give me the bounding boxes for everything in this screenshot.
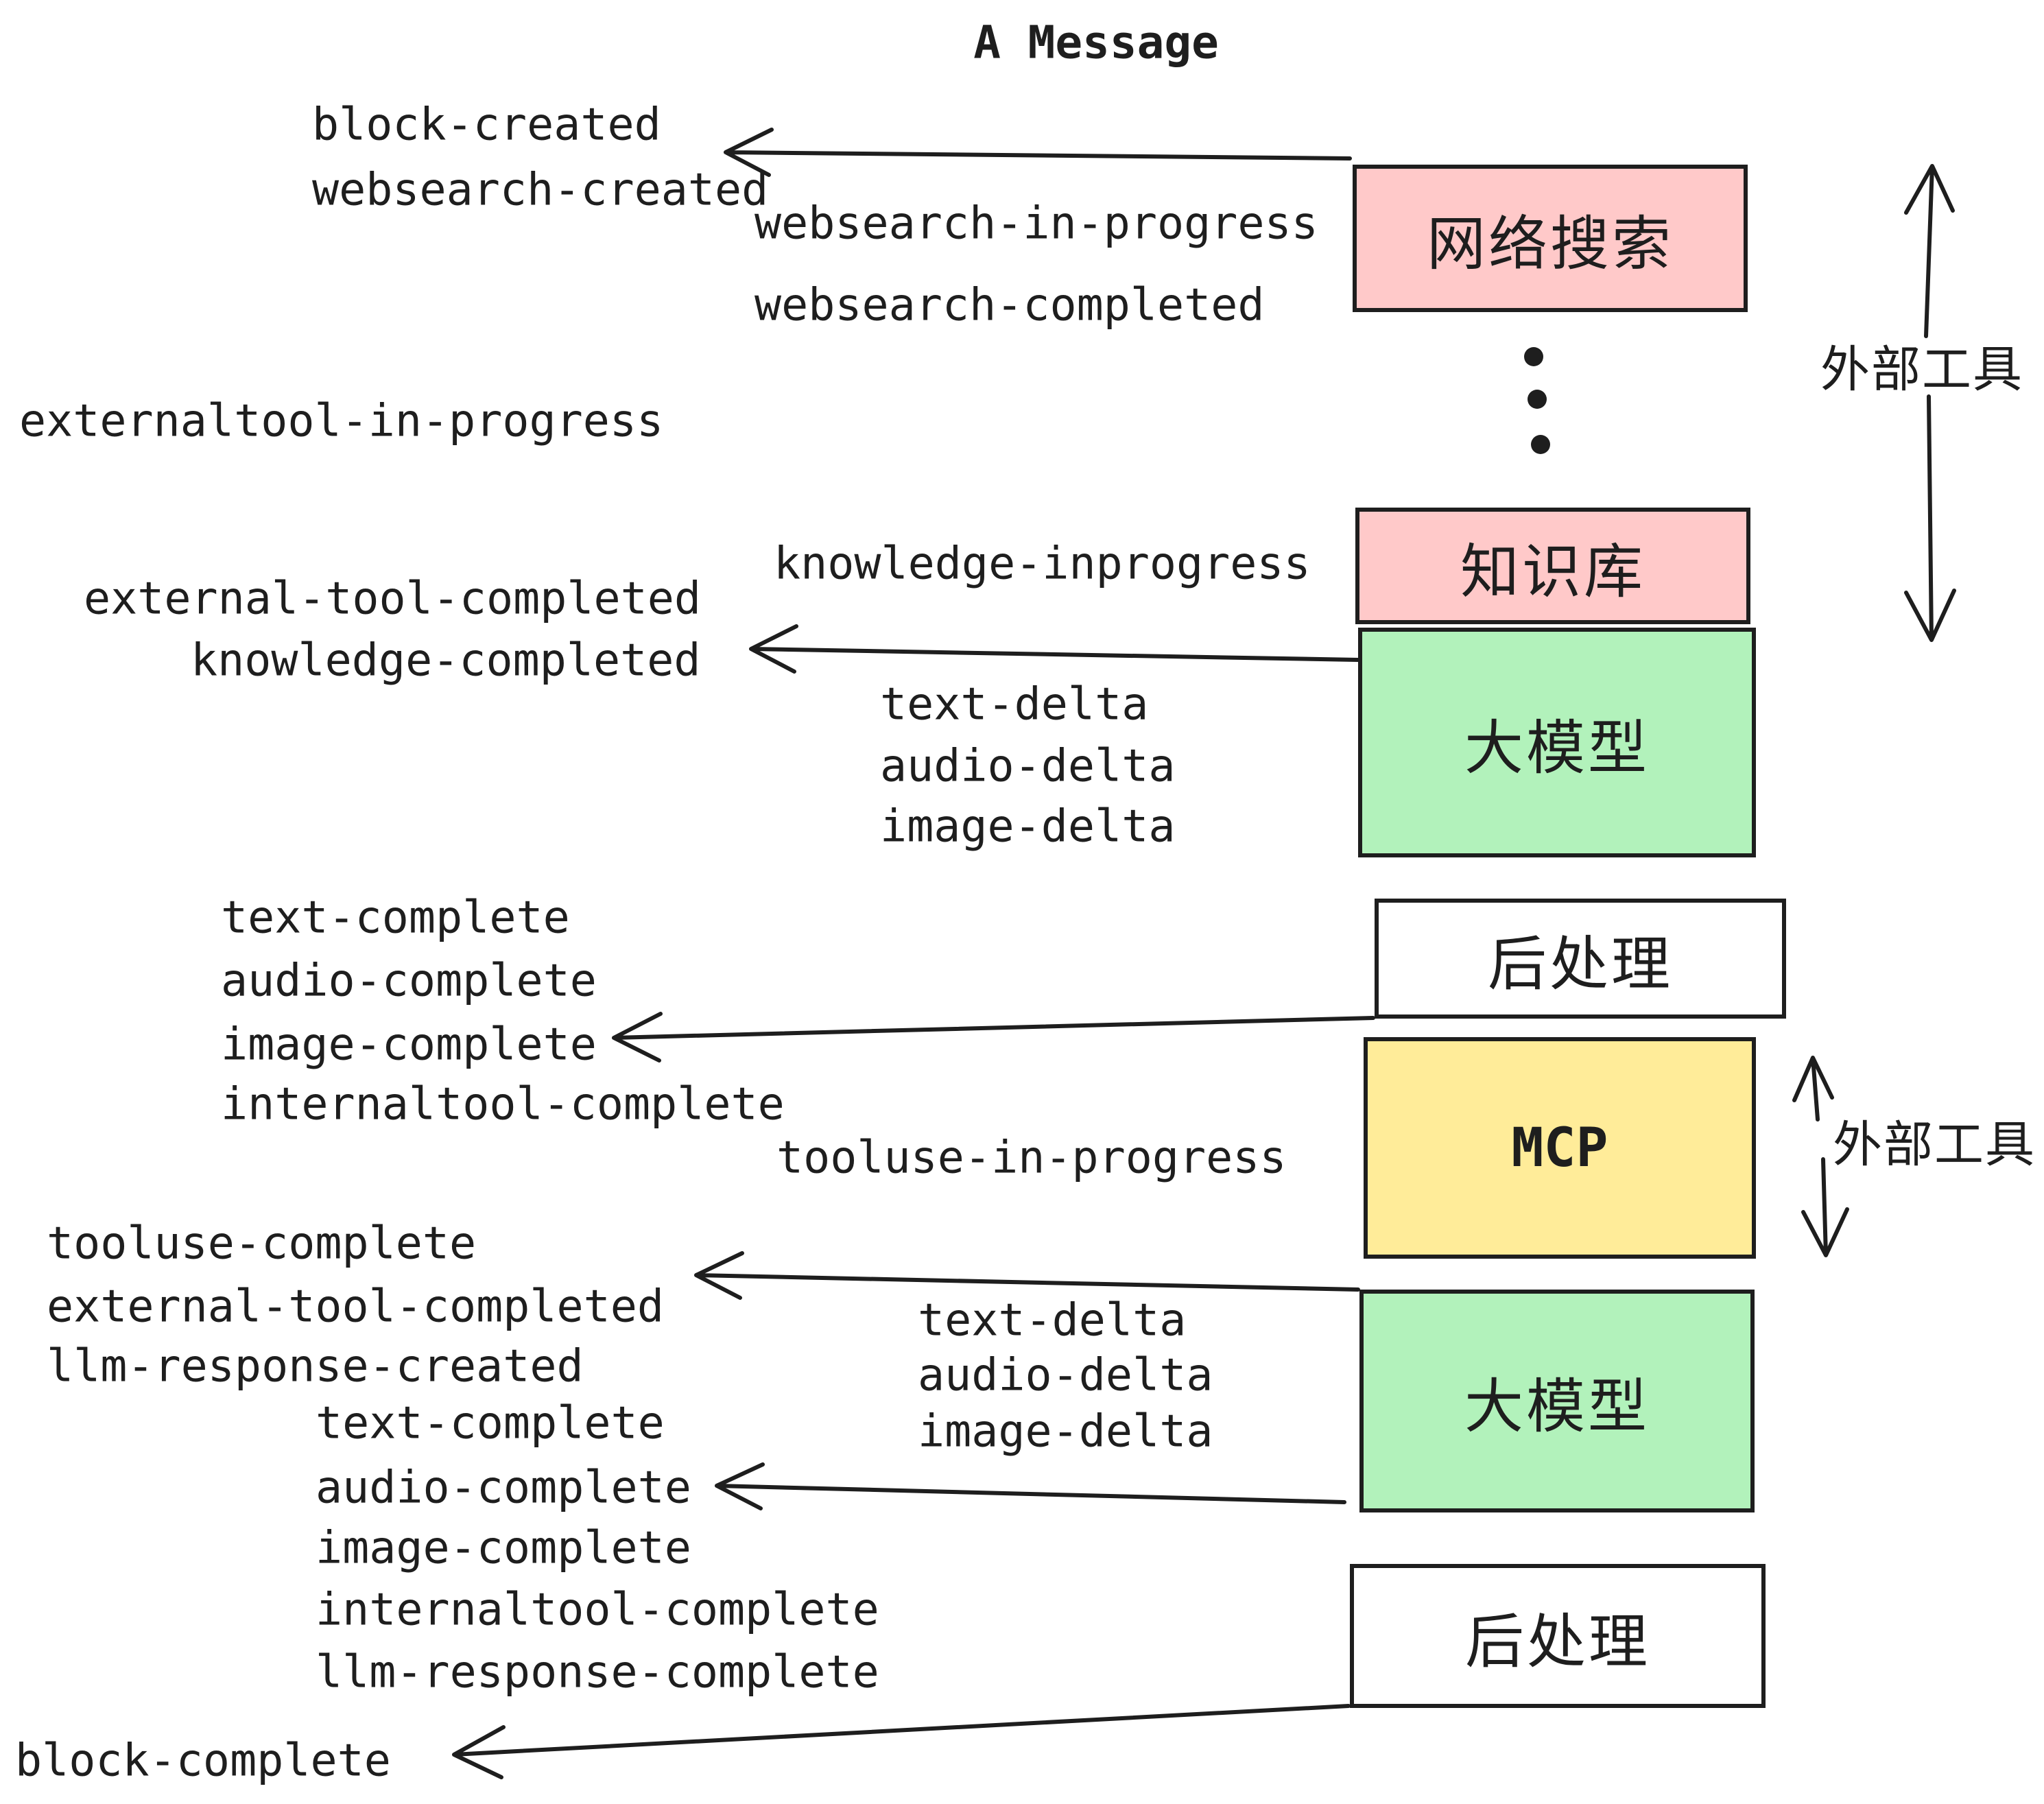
- arrow-to-knowledge-completed-icon: [749, 624, 1360, 674]
- event-internaltool-complete-2: internaltool-complete: [316, 1584, 879, 1636]
- event-tooluse-complete: tooluse-complete: [47, 1218, 477, 1270]
- box-llm-2-label: 大模型: [1464, 1373, 1650, 1441]
- box-postprocess-1-label: 后处理: [1488, 930, 1673, 999]
- box-mcp-label: MCP: [1511, 1117, 1608, 1179]
- event-image-complete: image-complete: [221, 1019, 597, 1071]
- arrow-to-websearch-created-icon: [724, 128, 1352, 177]
- event-audio-complete: audio-complete: [221, 955, 597, 1007]
- event-block-complete: block-complete: [15, 1735, 391, 1787]
- event-websearch-in-progress: websearch-in-progress: [754, 198, 1318, 250]
- box-llm-1-label: 大模型: [1464, 714, 1650, 783]
- box-knowledge-label: 知识库: [1460, 537, 1645, 606]
- external-tool-group-label-2: 外部工具: [1832, 1115, 2036, 1174]
- external-tool-down-arrow-icon: [1904, 394, 1956, 642]
- event-llm-response-complete: llm-response-complete: [316, 1646, 879, 1698]
- event-image-delta: image-delta: [880, 800, 1176, 853]
- external-tool-up-arrow-icon: [1904, 164, 1955, 338]
- box-llm-2: 大模型: [1359, 1290, 1755, 1512]
- external-tool-group-label-1: 外部工具: [1820, 340, 2024, 399]
- external-tool2-up-arrow-icon: [1792, 1056, 1834, 1121]
- arrow-to-audio-complete-icon: [715, 1462, 1346, 1510]
- box-llm-1: 大模型: [1358, 628, 1756, 857]
- event-tooluse-in-progress: tooluse-in-progress: [776, 1132, 1287, 1184]
- box-postprocess-2: 后处理: [1350, 1564, 1766, 1708]
- box-knowledge: 知识库: [1355, 508, 1750, 624]
- box-postprocess-2-label: 后处理: [1465, 1607, 1650, 1676]
- arrow-to-image-complete-icon: [612, 1012, 1375, 1063]
- box-mcp: MCP: [1364, 1037, 1756, 1259]
- box-websearch: 网络搜索: [1353, 165, 1748, 312]
- event-text-delta-2: text-delta: [918, 1294, 1187, 1346]
- arrow-to-tooluse-complete-icon: [694, 1251, 1360, 1300]
- box-postprocess-1: 后处理: [1375, 899, 1786, 1019]
- box-websearch-label: 网络搜索: [1427, 210, 1674, 278]
- event-audio-delta: audio-delta: [880, 740, 1176, 792]
- event-externaltool-in-progress: externaltool-in-progress: [19, 395, 664, 447]
- event-text-complete: text-complete: [221, 892, 570, 944]
- event-text-delta: text-delta: [880, 678, 1149, 731]
- event-image-delta-2: image-delta: [918, 1405, 1213, 1458]
- event-knowledge-inprogress: knowledge-inprogress: [774, 538, 1311, 590]
- event-audio-complete-2: audio-complete: [316, 1462, 691, 1514]
- event-text-complete-2: text-complete: [316, 1397, 665, 1449]
- event-block-created: block-created: [312, 99, 661, 151]
- event-external-tool-completed-2: external-tool-completed: [47, 1281, 665, 1333]
- event-websearch-created: websearch-created: [312, 164, 769, 216]
- ellipsis-dots-icon: [1524, 347, 1550, 454]
- event-external-tool-completed: external-tool-completed: [84, 573, 702, 625]
- event-internaltool-complete: internaltool-complete: [221, 1078, 785, 1130]
- event-knowledge-completed: knowledge-completed: [191, 634, 701, 687]
- arrow-to-block-complete-icon: [452, 1704, 1351, 1779]
- event-image-complete-2: image-complete: [316, 1522, 691, 1574]
- event-llm-response-created: llm-response-created: [47, 1340, 584, 1392]
- diagram-title: A Message: [973, 16, 1219, 69]
- event-audio-delta-2: audio-delta: [918, 1349, 1213, 1401]
- event-websearch-completed: websearch-completed: [754, 279, 1265, 331]
